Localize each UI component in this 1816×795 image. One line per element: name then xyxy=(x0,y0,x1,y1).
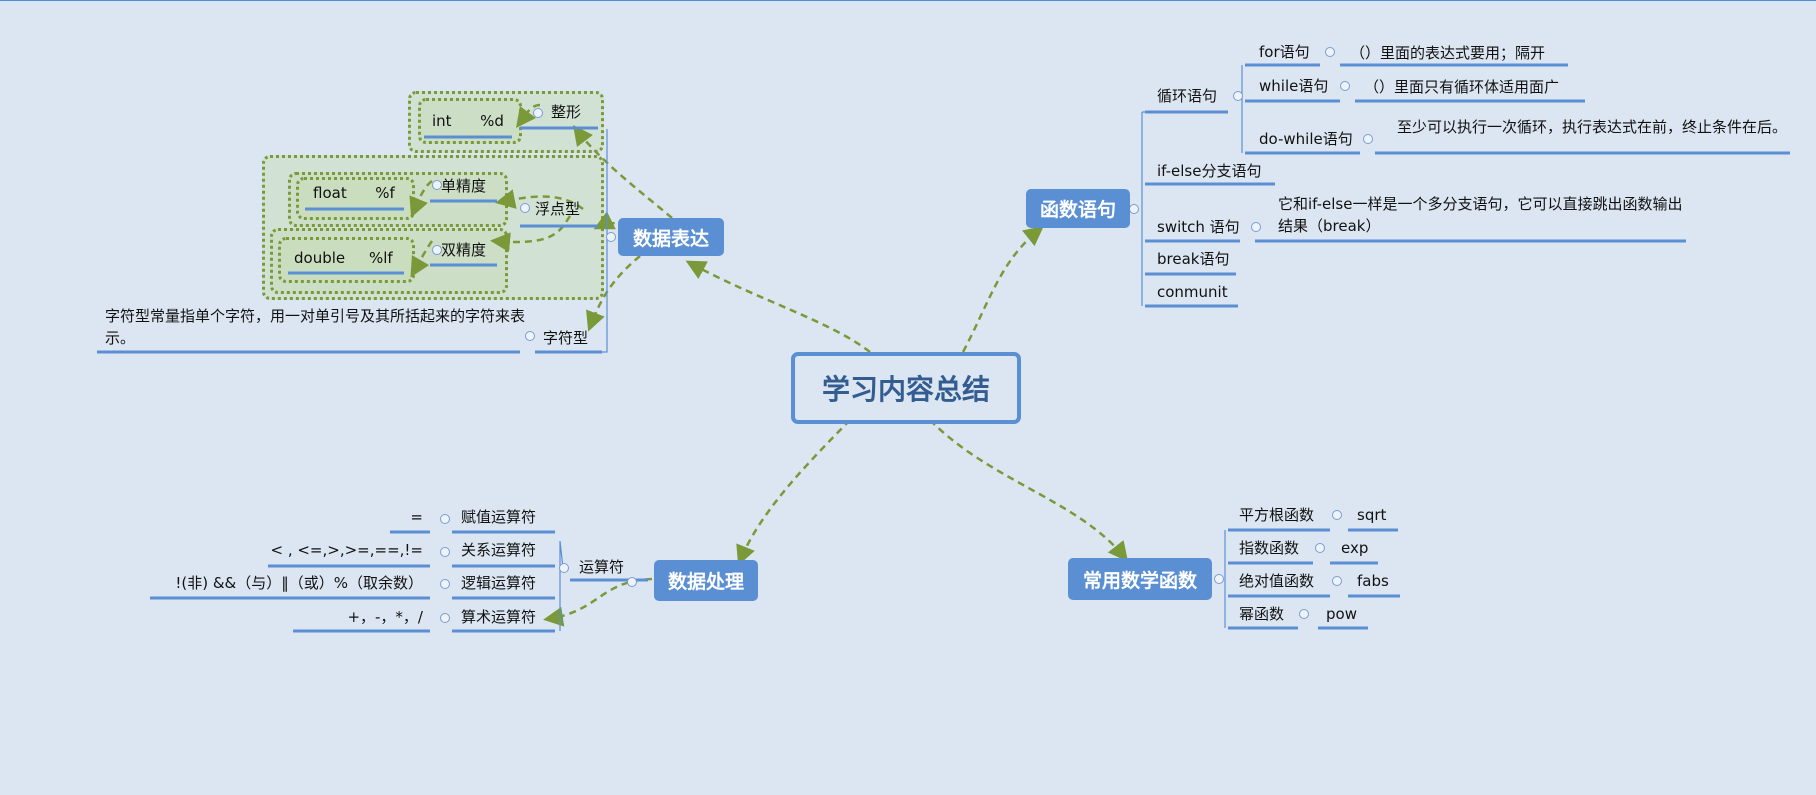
node-switch[interactable]: switch 语句 xyxy=(1157,218,1240,236)
collapse-toggle[interactable] xyxy=(520,203,530,213)
node-arith[interactable]: 算术运算符 xyxy=(461,608,537,626)
topic-math-functions[interactable]: 常用数学函数 xyxy=(1068,558,1212,600)
node-pow-label[interactable]: 幂函数 xyxy=(1239,605,1285,623)
topic-data-expression[interactable]: 数据表达 xyxy=(618,218,724,256)
node-int-value[interactable]: int %d xyxy=(432,112,504,130)
node-abs-label[interactable]: 绝对值函数 xyxy=(1239,572,1315,590)
node-relational-value[interactable]: < , <=,>,>=,==,!= xyxy=(270,541,423,559)
collapse-toggle[interactable] xyxy=(1214,574,1224,584)
collapse-toggle[interactable] xyxy=(627,577,637,587)
node-single-label[interactable]: 单精度 xyxy=(441,177,487,195)
node-switch-desc[interactable]: 它和if-else一样是一个多分支语句，它可以直接跳出函数输出结果（break） xyxy=(1278,195,1683,235)
collapse-toggle[interactable] xyxy=(559,563,569,573)
collapse-toggle[interactable] xyxy=(1251,222,1261,232)
collapse-toggle[interactable] xyxy=(1332,576,1342,586)
node-single-value[interactable]: float %f xyxy=(313,184,395,202)
node-logical-value[interactable]: !(非) &&（与）‖（或）%（取余数） xyxy=(175,574,423,592)
collapse-toggle[interactable] xyxy=(1325,47,1335,57)
node-assign-value[interactable]: = xyxy=(410,508,423,526)
collapse-toggle[interactable] xyxy=(1233,91,1243,101)
node-conmunit[interactable]: conmunit xyxy=(1157,283,1228,301)
collapse-toggle[interactable] xyxy=(1129,204,1139,214)
node-loop[interactable]: 循环语句 xyxy=(1157,87,1218,105)
node-float-label[interactable]: 浮点型 xyxy=(535,200,581,218)
node-while[interactable]: while语句 xyxy=(1259,77,1329,95)
collapse-toggle[interactable] xyxy=(440,613,450,623)
collapse-toggle[interactable] xyxy=(533,108,543,118)
central-topic[interactable]: 学习内容总结 xyxy=(791,352,1021,424)
single-inner-boundary xyxy=(296,177,415,220)
topic-data-processing[interactable]: 数据处理 xyxy=(654,560,758,601)
node-exp-label[interactable]: 指数函数 xyxy=(1239,539,1300,557)
node-double-label[interactable]: 双精度 xyxy=(441,241,487,259)
collapse-toggle[interactable] xyxy=(1363,134,1373,144)
collapse-toggle[interactable] xyxy=(1299,609,1309,619)
node-ifelse[interactable]: if-else分支语句 xyxy=(1157,162,1262,180)
collapse-toggle[interactable] xyxy=(1340,81,1350,91)
node-for[interactable]: for语句 xyxy=(1259,43,1310,61)
collapse-toggle[interactable] xyxy=(606,232,616,242)
topic-function-statements[interactable]: 函数语句 xyxy=(1026,189,1130,228)
collapse-toggle[interactable] xyxy=(1332,510,1342,520)
node-while-desc[interactable]: （）里面只有循环体适用面广 xyxy=(1364,78,1560,96)
collapse-toggle[interactable] xyxy=(525,331,535,341)
node-double-value[interactable]: double %lf xyxy=(294,249,393,267)
node-exp[interactable]: exp xyxy=(1341,539,1369,557)
node-dowhile[interactable]: do-while语句 xyxy=(1259,130,1353,148)
node-operators[interactable]: 运算符 xyxy=(579,558,625,576)
collapse-toggle[interactable] xyxy=(440,547,450,557)
node-pow[interactable]: pow xyxy=(1326,605,1357,623)
node-char-label[interactable]: 字符型 xyxy=(543,329,589,347)
node-for-desc[interactable]: （）里面的表达式要用；隔开 xyxy=(1350,44,1546,62)
node-arith-value[interactable]: +，-，*，/ xyxy=(347,608,423,626)
node-break[interactable]: break语句 xyxy=(1157,250,1230,268)
node-char-desc[interactable]: 字符型常量指单个字符，用一对单引号及其所括起来的字符来表示。 xyxy=(105,307,526,347)
node-sqrt[interactable]: sqrt xyxy=(1357,506,1387,524)
node-assign[interactable]: 赋值运算符 xyxy=(461,508,537,526)
collapse-toggle[interactable] xyxy=(432,245,442,255)
collapse-toggle[interactable] xyxy=(440,579,450,589)
node-relational[interactable]: 关系运算符 xyxy=(461,541,537,559)
node-sqrt-label[interactable]: 平方根函数 xyxy=(1239,506,1315,524)
double-inner-boundary xyxy=(278,237,415,283)
collapse-toggle[interactable] xyxy=(432,180,442,190)
collapse-toggle[interactable] xyxy=(440,514,450,524)
node-logical[interactable]: 逻辑运算符 xyxy=(461,574,537,592)
collapse-toggle[interactable] xyxy=(1315,543,1325,553)
node-int-label[interactable]: 整形 xyxy=(551,103,582,121)
node-abs[interactable]: fabs xyxy=(1357,572,1389,590)
node-dowhile-desc[interactable]: 至少可以执行一次循环，执行表达式在前，终止条件在后。 xyxy=(1397,118,1788,136)
